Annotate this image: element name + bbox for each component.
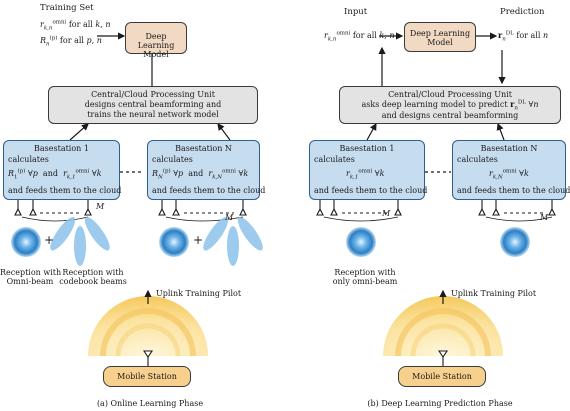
bs-feed: and feeds them to the cloud	[314, 186, 428, 195]
uplink-label: Uplink Training Pilot	[451, 289, 537, 298]
antenna-array-N	[478, 199, 556, 222]
mobile-antenna-icon	[437, 350, 449, 366]
training-set-label: Training Set	[40, 3, 94, 13]
cloud-line: and designs central beamforming	[381, 111, 519, 120]
input-item: rk,nomni for all k, n	[324, 30, 395, 43]
input-label: Input	[344, 7, 368, 17]
training-item-R: Rn(p) for all p, n	[40, 35, 102, 48]
bs-calc: calculates	[314, 155, 355, 164]
dl-model-label: Deep Learning Model	[409, 29, 471, 47]
bs-feed: and feeds them to the cloud	[152, 186, 266, 195]
omni-beam-icon	[11, 227, 41, 257]
codebook-reception-label: Reception with	[62, 268, 124, 277]
bs-calc: calculates	[8, 155, 49, 164]
prediction-item: rnDL for all n	[498, 30, 549, 43]
bs-formula: rk,1omni ∀k	[346, 168, 385, 181]
omni-reception-label: only omni-beam	[332, 277, 398, 286]
omni-beam-icon	[500, 227, 530, 257]
arrow-bs1-to-cloud	[366, 122, 377, 141]
bs-title: Basestation N	[480, 144, 538, 153]
cloud-processing-unit: Central/Cloud Processing Unit designs ce…	[48, 86, 258, 124]
antenna-array-N	[158, 199, 247, 222]
omni-beam-icon	[159, 227, 189, 257]
mobile-station-label: Mobile Station	[412, 372, 472, 381]
codebook-beams-icon	[203, 217, 263, 266]
prediction-label: Prediction	[500, 7, 545, 17]
cloud-title: Central/Cloud Processing Unit	[91, 90, 215, 99]
arrow-bsN-to-cloud	[496, 122, 505, 141]
deep-learning-model-box: Deep Learning Model	[404, 22, 476, 52]
basestation-N-box: Basestation N calculates rk,Nomni ∀k and…	[452, 140, 570, 200]
bs-formula: rk,Nomni ∀k	[489, 168, 529, 181]
cloud-processing-unit: Central/Cloud Processing Unit asks deep …	[339, 86, 561, 124]
codebook-reception-label: codebook beams	[59, 277, 127, 286]
arrow-bsN-to-cloud	[217, 123, 231, 141]
bs-feed: and feeds them to the cloud	[457, 186, 570, 195]
antenna-count-label: M	[382, 209, 391, 218]
omni-reception-label: Reception with	[334, 268, 396, 277]
omni-reception-label: Omni-beam	[6, 277, 54, 286]
dl-model-label: Deep Learning Model	[137, 32, 175, 59]
cloud-line: designs central beamforming and	[84, 100, 222, 109]
omni-reception-label: Reception with	[0, 268, 62, 277]
deep-learning-model-box: Deep Learning Model	[125, 22, 187, 59]
antenna-count-label: M	[225, 213, 234, 222]
caption-b: (b) Deep Learning Prediction Phase	[367, 399, 513, 408]
antenna-count-label: M	[96, 202, 105, 211]
bs-formula: R1(p) ∀p and rk,1omni ∀k	[8, 168, 102, 181]
mobile-station-box: Mobile Station	[103, 366, 191, 387]
bs-title: Basestation 1	[339, 144, 395, 153]
bs-feed: and feeds them to the cloud	[8, 186, 122, 195]
cloud-title: Central/Cloud Processing Unit	[388, 90, 512, 99]
antenna-array-1	[316, 199, 402, 222]
bs-calc: calculates	[152, 155, 193, 164]
codebook-beams-icon	[50, 217, 110, 266]
antenna-count-label: M	[540, 213, 549, 222]
caption-a: (a) Online Learning Phase	[96, 399, 204, 408]
training-item-omni: rk,nomni for all k, n	[40, 19, 111, 32]
basestation-1-box: Basestation 1 calculates R1(p) ∀p and rk…	[3, 140, 122, 200]
plus-sign: +	[44, 233, 55, 247]
bs-title: Basestation 1	[34, 144, 89, 153]
mobile-station-label: Mobile Station	[117, 372, 177, 381]
plus-sign: +	[193, 233, 204, 247]
arrow-bs1-to-cloud	[69, 123, 89, 141]
bs-formula: RN(p) ∀p and rk,Nomni ∀k	[152, 168, 249, 181]
uplink-label: Uplink Training Pilot	[156, 289, 242, 298]
cloud-line: trains the neural network model	[87, 110, 219, 119]
bs-calc: calculates	[457, 155, 498, 164]
cloud-line: asks deep learning model to predict rnDL…	[361, 99, 539, 112]
mobile-antenna-icon	[142, 350, 154, 366]
mobile-station-box: Mobile Station	[398, 366, 486, 387]
basestation-N-box: Basestation N calculates RN(p) ∀p and rk…	[147, 140, 265, 200]
basestation-1-box: Basestation 1 calculates rk,1omni ∀k and…	[309, 140, 428, 200]
antenna-array-1	[14, 199, 92, 222]
omni-beam-icon	[346, 227, 376, 257]
bs-title: Basestation N	[175, 144, 232, 153]
